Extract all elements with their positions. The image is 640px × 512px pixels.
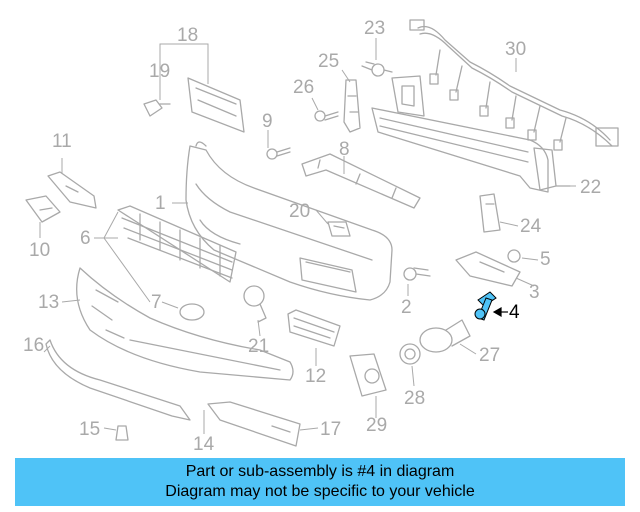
callout-20: 20 xyxy=(289,201,311,222)
callout-24: 24 xyxy=(520,216,542,237)
part-23-bolt xyxy=(361,61,393,77)
callout-10: 10 xyxy=(29,240,51,261)
part-30-wiring-harness xyxy=(409,19,619,151)
banner-line-1: Part or sub-assembly is #4 in diagram xyxy=(185,463,455,480)
parts-diagram xyxy=(25,19,619,447)
callout-6: 6 xyxy=(80,228,91,249)
part-24-bracket xyxy=(479,193,501,233)
leader-line-4 xyxy=(492,306,508,318)
part-17-trim xyxy=(207,401,301,447)
part-18-license-plate xyxy=(187,77,245,133)
callout-23: 23 xyxy=(364,18,386,39)
part-28-ring xyxy=(399,343,421,365)
part-20-cover xyxy=(327,221,351,237)
callout-17: 17 xyxy=(320,419,342,440)
callout-4[interactable]: 4 xyxy=(509,302,520,323)
callout-7: 7 xyxy=(151,292,162,313)
callout-16: 16 xyxy=(23,335,45,356)
callout-1: 1 xyxy=(155,193,166,214)
part-4-highlighted-bolt[interactable] xyxy=(474,291,497,321)
callout-3: 3 xyxy=(529,282,540,303)
callout-15: 15 xyxy=(79,419,101,440)
part-12-fog-grille xyxy=(287,309,341,347)
callout-21: 21 xyxy=(248,336,270,357)
callout-30: 30 xyxy=(505,39,527,60)
part-7-emblem xyxy=(179,303,205,321)
part-19-clip xyxy=(143,99,171,117)
callout-22: 22 xyxy=(580,177,602,198)
part-5-grommet xyxy=(507,249,521,263)
callout-28: 28 xyxy=(404,388,426,409)
callout-27: 27 xyxy=(479,345,501,366)
part-15-clip xyxy=(115,425,129,441)
part-26-bolt xyxy=(314,110,339,122)
callout-9: 9 xyxy=(262,111,273,132)
banner-line-2: Diagram may not be specific to your vehi… xyxy=(165,483,475,500)
part-6-grille xyxy=(117,205,237,283)
part-3-bracket xyxy=(455,251,521,287)
callout-5: 5 xyxy=(540,249,551,270)
part-1-bumper-cover xyxy=(185,141,393,301)
callout-13: 13 xyxy=(38,292,60,313)
callout-18: 18 xyxy=(177,25,199,46)
info-banner: Part or sub-assembly is #4 in diagram Di… xyxy=(15,458,625,506)
part-16-strip xyxy=(45,339,191,421)
callout-11: 11 xyxy=(52,131,72,152)
callout-14: 14 xyxy=(193,434,215,455)
part-29-bracket xyxy=(349,353,387,397)
part-10-bracket xyxy=(25,195,61,223)
part-27-sensor xyxy=(419,319,471,353)
callout-8: 8 xyxy=(339,139,350,160)
part-21-ring xyxy=(243,285,267,323)
part-2-bolt xyxy=(403,267,431,281)
part-22-reinforcement xyxy=(371,75,571,193)
part-13-lower-cover xyxy=(76,267,294,381)
part-25-bracket xyxy=(343,79,361,133)
callout-2: 2 xyxy=(401,297,412,318)
callout-26: 26 xyxy=(293,77,315,98)
part-9-bolt xyxy=(266,147,291,160)
callout-25: 25 xyxy=(318,51,340,72)
leader-lines xyxy=(39,38,576,434)
part-11-bracket xyxy=(47,171,97,209)
callout-29: 29 xyxy=(366,415,388,436)
callout-12: 12 xyxy=(305,366,327,387)
part-8-bracket xyxy=(301,153,421,209)
callout-19: 19 xyxy=(149,61,171,82)
